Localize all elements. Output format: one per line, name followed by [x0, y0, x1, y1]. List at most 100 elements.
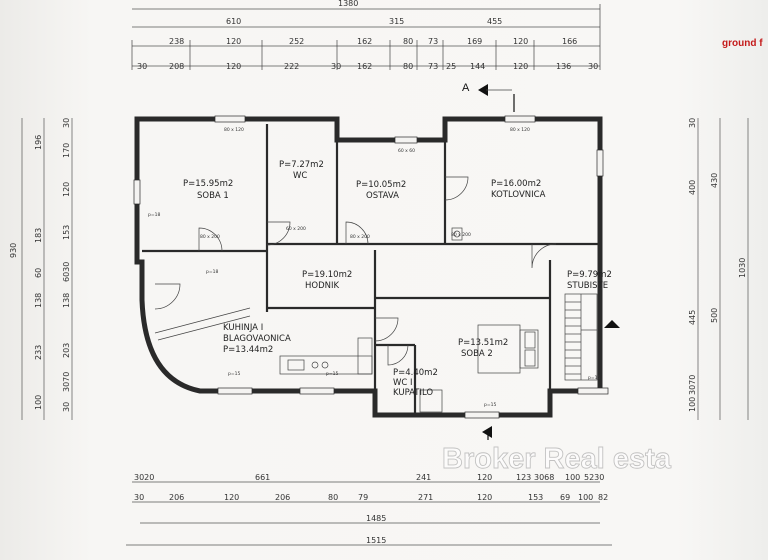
- dim-left-2-4: 138: [34, 293, 43, 308]
- svg-text:60 x 200: 60 x 200: [286, 226, 306, 232]
- svg-text:p=15: p=15: [326, 371, 338, 377]
- watermark-text: Broker Real esta: [442, 443, 672, 475]
- svg-text:80 x 120: 80 x 120: [510, 127, 530, 133]
- dim-top-2-8: 120: [513, 37, 528, 46]
- dim-bottom-1-6: 3068: [534, 473, 554, 482]
- dim-left-3-8: 3070: [62, 372, 71, 392]
- top-dimension-chains: 1380 610 315 455 238 120 252 162 80 73 1…: [132, 0, 600, 71]
- dim-left-3-4: 153: [62, 225, 71, 240]
- svg-text:p=15: p=15: [484, 402, 496, 408]
- dim-top-2-5: 80: [403, 37, 413, 46]
- windows: [133, 115, 609, 419]
- room-hodnik-area: P=19.10m2: [302, 270, 352, 280]
- dim-bottom-4: 1515: [366, 536, 386, 545]
- svg-text:p=18: p=18: [206, 269, 218, 275]
- dim-top-3-5: 30: [331, 62, 341, 71]
- dim-right-1-5: 100: [688, 397, 697, 412]
- dim-bottom-2-9: 153: [528, 493, 543, 502]
- dim-left-3-3: 120: [62, 182, 71, 197]
- dim-left-2-5: 233: [34, 345, 43, 360]
- room-kotlovnica-name: KOTLOVNICA: [491, 190, 546, 200]
- dim-top-2-7: 169: [467, 37, 482, 46]
- room-kuhinja-name1: KUHINJA I: [223, 323, 263, 333]
- svg-text:p=15: p=15: [588, 375, 600, 381]
- dim-right-1-4: 3070: [688, 375, 697, 395]
- dim-top-2-4: 162: [357, 37, 372, 46]
- bathroom-fixtures: [419, 227, 463, 413]
- dim-right-2-1: 430: [710, 173, 719, 188]
- dim-left-2-2: 183: [34, 228, 43, 243]
- dim-bottom-1-7: 100: [565, 473, 580, 482]
- dim-bottom-2-2: 206: [169, 493, 184, 502]
- svg-text:p=15: p=15: [228, 371, 240, 377]
- dim-top-3-3: 120: [226, 62, 241, 71]
- left-dimension-chains: 930 196 183 60 138 233 100 30 170 120 15…: [9, 118, 73, 420]
- svg-text:80 x 200: 80 x 200: [451, 232, 471, 238]
- dim-left-3-5: 6030: [62, 262, 71, 282]
- room-kupatilo-name1: WC I: [393, 378, 413, 388]
- dim-top-3-9: 25: [446, 62, 456, 71]
- dim-bottom-1-2: 661: [255, 473, 270, 482]
- dim-left-2-3: 60: [34, 268, 43, 278]
- dim-left-3-7: 203: [62, 343, 71, 358]
- dim-bottom-1-8: 5230: [584, 473, 604, 482]
- room-soba1-area: P=15.95m2: [183, 179, 233, 189]
- dim-bottom-2-11: 100: [578, 493, 593, 502]
- room-kuhinja-name2: BLAGOVAONICA: [223, 334, 291, 344]
- stairs: [564, 293, 598, 381]
- dim-top-2-1: 238: [169, 37, 184, 46]
- kitchen-counter: [279, 337, 373, 375]
- dim-top-1-3: 455: [487, 17, 502, 26]
- dim-right-1-1: 30: [688, 118, 697, 128]
- dim-top-3-6: 162: [357, 62, 372, 71]
- dim-left-2-1: 196: [34, 135, 43, 150]
- dim-top-1-1: 610: [226, 17, 241, 26]
- dim-right-1-3: 445: [688, 310, 697, 325]
- room-wc-name: WC: [293, 171, 307, 181]
- dim-right-1-2: 400: [688, 180, 697, 195]
- room-ostava-area: P=10.05m2: [356, 180, 406, 190]
- section-marker-a: A: [462, 82, 515, 440]
- room-soba2-area: P=13.51m2: [458, 338, 508, 348]
- sill-notes: p=18 p=18 p=15 p=15 p=15 p=15: [148, 212, 600, 408]
- room-kupatilo-name2: KUPATILO: [393, 388, 433, 398]
- dim-top-2-6: 73: [428, 37, 438, 46]
- room-soba1-name: SOBA 1: [197, 191, 229, 201]
- dim-top-3-11: 120: [513, 62, 528, 71]
- dim-bottom-1-4: 120: [477, 473, 492, 482]
- room-stubiste-name: STUBISTE: [567, 281, 608, 291]
- dim-bottom-2-1: 30: [134, 493, 144, 502]
- right-dimension-chains: 30 400 445 3070 100 430 500 1030: [688, 118, 749, 420]
- dim-top-3-2: 208: [169, 62, 184, 71]
- dim-bottom-1-5: 123: [516, 473, 531, 482]
- dim-total-top: 1380: [338, 0, 358, 8]
- dim-bottom-2-3: 120: [224, 493, 239, 502]
- dim-bottom-2-12: 82: [598, 493, 608, 502]
- dim-top-3-13: 30: [588, 62, 598, 71]
- dim-bottom-2-4: 206: [275, 493, 290, 502]
- ground-floor-label: ground f: [722, 38, 763, 49]
- dim-top-2-9: 166: [562, 37, 577, 46]
- dim-top-3-7: 80: [403, 62, 413, 71]
- dim-bottom-2-8: 120: [477, 493, 492, 502]
- svg-text:80 x 200: 80 x 200: [200, 234, 220, 240]
- room-kotlovnica-area: P=16.00m2: [491, 179, 541, 189]
- room-kupatilo-area: P=4.40m2: [393, 368, 438, 378]
- room-soba2-name: SOBA 2: [461, 349, 493, 359]
- room-hodnik-name: HODNIK: [305, 281, 339, 291]
- dim-bottom-1-1: 3020: [134, 473, 154, 482]
- dim-bottom-2-5: 80: [328, 493, 338, 502]
- dim-left-3-2: 170: [62, 143, 71, 158]
- svg-text:60 x 60: 60 x 60: [398, 148, 415, 154]
- dim-bottom-2-7: 271: [418, 493, 433, 502]
- dim-bottom-2-6: 79: [358, 493, 368, 502]
- dim-left-2-6: 100: [34, 395, 43, 410]
- svg-text:p=18: p=18: [148, 212, 160, 218]
- dim-top-2-2: 120: [226, 37, 241, 46]
- dim-left-total: 930: [9, 243, 18, 258]
- dim-left-3-1: 30: [62, 118, 71, 128]
- bed: [477, 324, 539, 374]
- door-swings: [154, 176, 557, 366]
- svg-text:80 x 120: 80 x 120: [224, 127, 244, 133]
